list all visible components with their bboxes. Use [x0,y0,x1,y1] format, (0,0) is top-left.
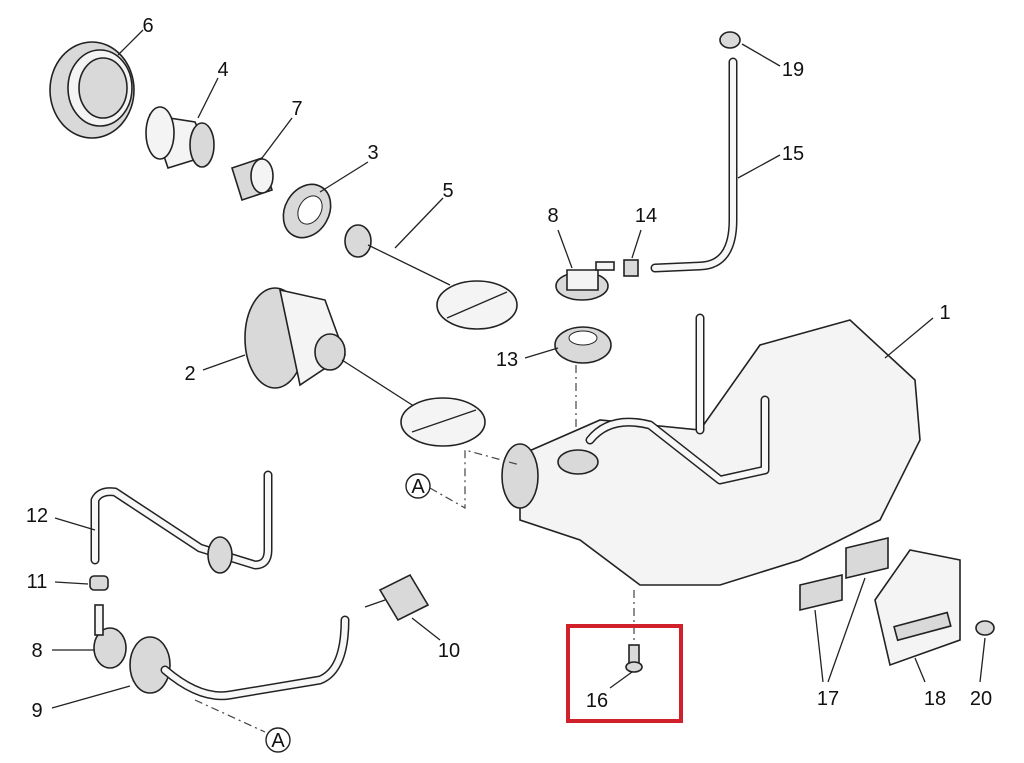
label-1: 1 [939,302,950,324]
label-8-upper: 8 [547,205,558,227]
label-10: 10 [438,640,460,662]
part-11-weight[interactable] [89,575,109,591]
label-11: 11 [27,571,48,593]
part-14-fitting[interactable] [623,259,639,277]
part-7-filter[interactable] [231,156,274,202]
label-19: 19 [782,59,804,81]
part-10-fuel-filter[interactable] [364,573,430,622]
part-labels: 6 4 7 3 5 8 14 19 15 1 2 13 A 12 11 8 9 … [26,15,992,752]
part-15-vent-tube[interactable] [650,57,738,273]
part-8-vent-valve[interactable] [555,261,615,301]
label-18: 18 [924,688,946,710]
part-9-fuel-tube[interactable] [129,615,350,701]
leader-lines [51,29,986,733]
label-a-lower: A [271,730,285,752]
label-5: 5 [442,180,453,202]
part-5-strainer[interactable] [344,224,518,330]
part-6-cap-ring[interactable] [49,41,135,139]
label-3: 3 [367,142,378,164]
part-12-fuel-tube[interactable] [90,470,273,574]
label-16: 16 [586,690,608,712]
part-13-grommet[interactable] [554,326,612,364]
label-a-upper: A [411,476,425,498]
highlight-box-part-16 [566,624,683,723]
label-17: 17 [817,688,839,710]
label-2: 2 [184,363,195,385]
part-2-fuel-cap[interactable] [244,287,486,447]
label-8-lower: 8 [31,640,42,662]
label-6: 6 [142,15,153,37]
reference-circle-a-upper [405,473,431,499]
part-3-washer[interactable] [274,176,340,246]
label-15: 15 [782,143,804,165]
label-14: 14 [635,205,657,227]
part-18-bracket[interactable] [874,549,961,667]
part-1-fuel-tank[interactable] [501,313,921,586]
part-16-screw[interactable] [625,590,643,673]
label-4: 4 [217,59,228,81]
part-20-bolt[interactable] [975,620,995,636]
label-12: 12 [26,505,48,527]
part-17-cushions[interactable] [799,536,889,612]
label-9: 9 [31,700,42,722]
label-13: 13 [496,349,518,371]
reference-circle-a-lower [265,727,291,753]
part-19-cap[interactable] [719,31,741,49]
label-20: 20 [970,688,992,710]
part-4-sleeve[interactable] [145,106,215,169]
label-7: 7 [291,98,302,120]
part-8-lower-fitting[interactable] [93,604,127,669]
